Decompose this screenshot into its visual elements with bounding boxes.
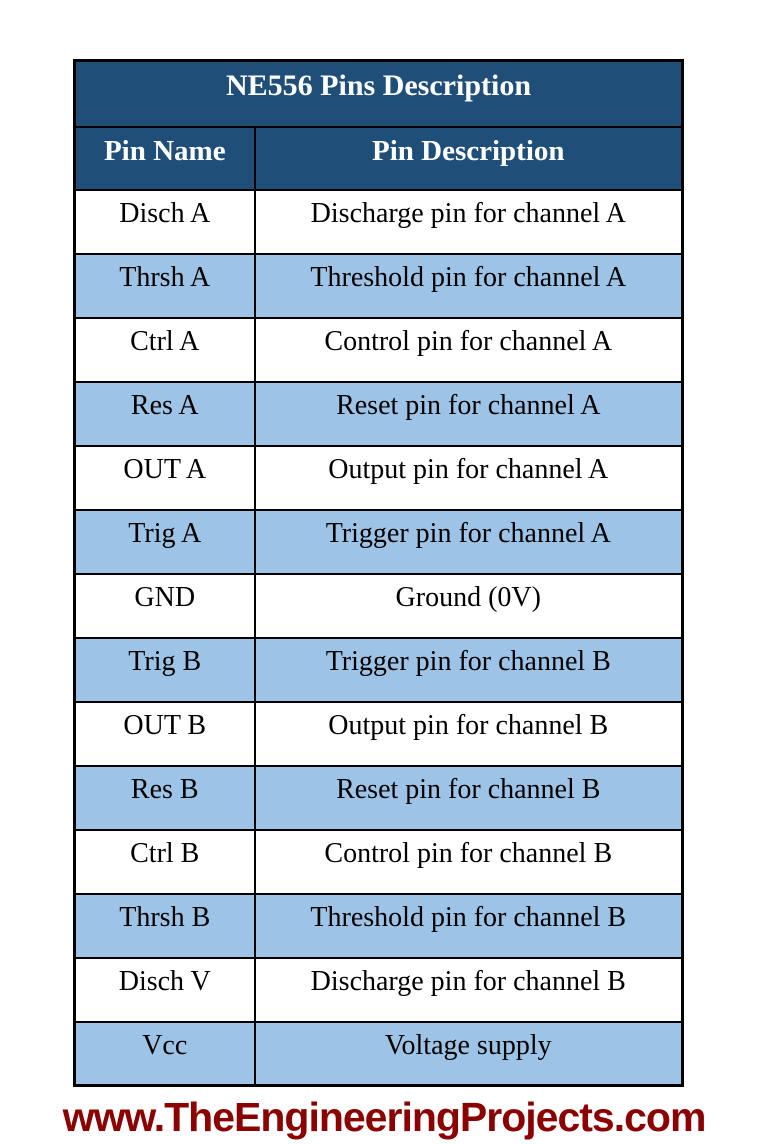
pin-name-cell: Ctrl B xyxy=(73,828,256,895)
table-row: OUT B Output pin for channel B xyxy=(73,700,684,767)
pin-name-cell: Vcc xyxy=(73,1020,256,1087)
table-body: Disch A Discharge pin for channel A Thrs… xyxy=(73,188,684,1087)
pin-description-cell: Control pin for channel B xyxy=(253,828,684,895)
table-row: Ctrl B Control pin for channel B xyxy=(73,828,684,895)
footer-url: www.TheEngineeringProjects.com xyxy=(62,1094,707,1140)
pin-name-cell: Res B xyxy=(73,764,256,831)
pin-name-cell: Thrsh B xyxy=(73,892,256,959)
pin-name-cell: OUT A xyxy=(73,444,256,511)
table-row: Res A Reset pin for channel A xyxy=(73,380,684,447)
pin-description-cell: Ground (0V) xyxy=(253,572,684,639)
pin-name-cell: Trig B xyxy=(73,636,256,703)
pin-description-cell: Threshold pin for channel B xyxy=(253,892,684,959)
table-row: Thrsh A Threshold pin for channel A xyxy=(73,252,684,319)
pin-description-cell: Discharge pin for channel B xyxy=(253,956,684,1023)
pin-name-cell: OUT B xyxy=(73,700,256,767)
pin-description-cell: Output pin for channel B xyxy=(253,700,684,767)
table-row: Disch A Discharge pin for channel A xyxy=(73,188,684,255)
column-header-pin-name: Pin Name xyxy=(73,125,256,191)
table-row: Thrsh B Threshold pin for channel B xyxy=(73,892,684,959)
pin-description-cell: Voltage supply xyxy=(253,1020,684,1087)
table-row: Ctrl A Control pin for channel A xyxy=(73,316,684,383)
pin-description-cell: Reset pin for channel A xyxy=(253,380,684,447)
pin-name-cell: Ctrl A xyxy=(73,316,256,383)
pin-description-cell: Discharge pin for channel A xyxy=(253,188,684,255)
table-row: Disch V Discharge pin for channel B xyxy=(73,956,684,1023)
pin-name-cell: Trig A xyxy=(73,508,256,575)
pin-name-cell: Thrsh A xyxy=(73,252,256,319)
pin-description-cell: Reset pin for channel B xyxy=(253,764,684,831)
table-title: NE556 Pins Description xyxy=(73,59,684,128)
pin-name-cell: Disch A xyxy=(73,188,256,255)
table-row: Trig A Trigger pin for channel A xyxy=(73,508,684,575)
column-header-pin-description: Pin Description xyxy=(253,125,684,191)
pin-name-cell: Disch V xyxy=(73,956,256,1023)
pin-description-cell: Output pin for channel A xyxy=(253,444,684,511)
table-header-row: Pin Name Pin Description xyxy=(73,125,684,191)
pins-table: NE556 Pins Description Pin Name Pin Desc… xyxy=(73,59,685,1087)
table-row: Res B Reset pin for channel B xyxy=(73,764,684,831)
table-title-row: NE556 Pins Description xyxy=(73,59,684,128)
pin-description-cell: Threshold pin for channel A xyxy=(253,252,684,319)
table-row: OUT A Output pin for channel A xyxy=(73,444,684,511)
pin-description-cell: Control pin for channel A xyxy=(253,316,684,383)
table-row: GND Ground (0V) xyxy=(73,572,684,639)
table-row: Trig B Trigger pin for channel B xyxy=(73,636,684,703)
table-row: Vcc Voltage supply xyxy=(73,1020,684,1087)
pin-description-cell: Trigger pin for channel A xyxy=(253,508,684,575)
pin-name-cell: Res A xyxy=(73,380,256,447)
pin-description-cell: Trigger pin for channel B xyxy=(253,636,684,703)
pin-name-cell: GND xyxy=(73,572,256,639)
